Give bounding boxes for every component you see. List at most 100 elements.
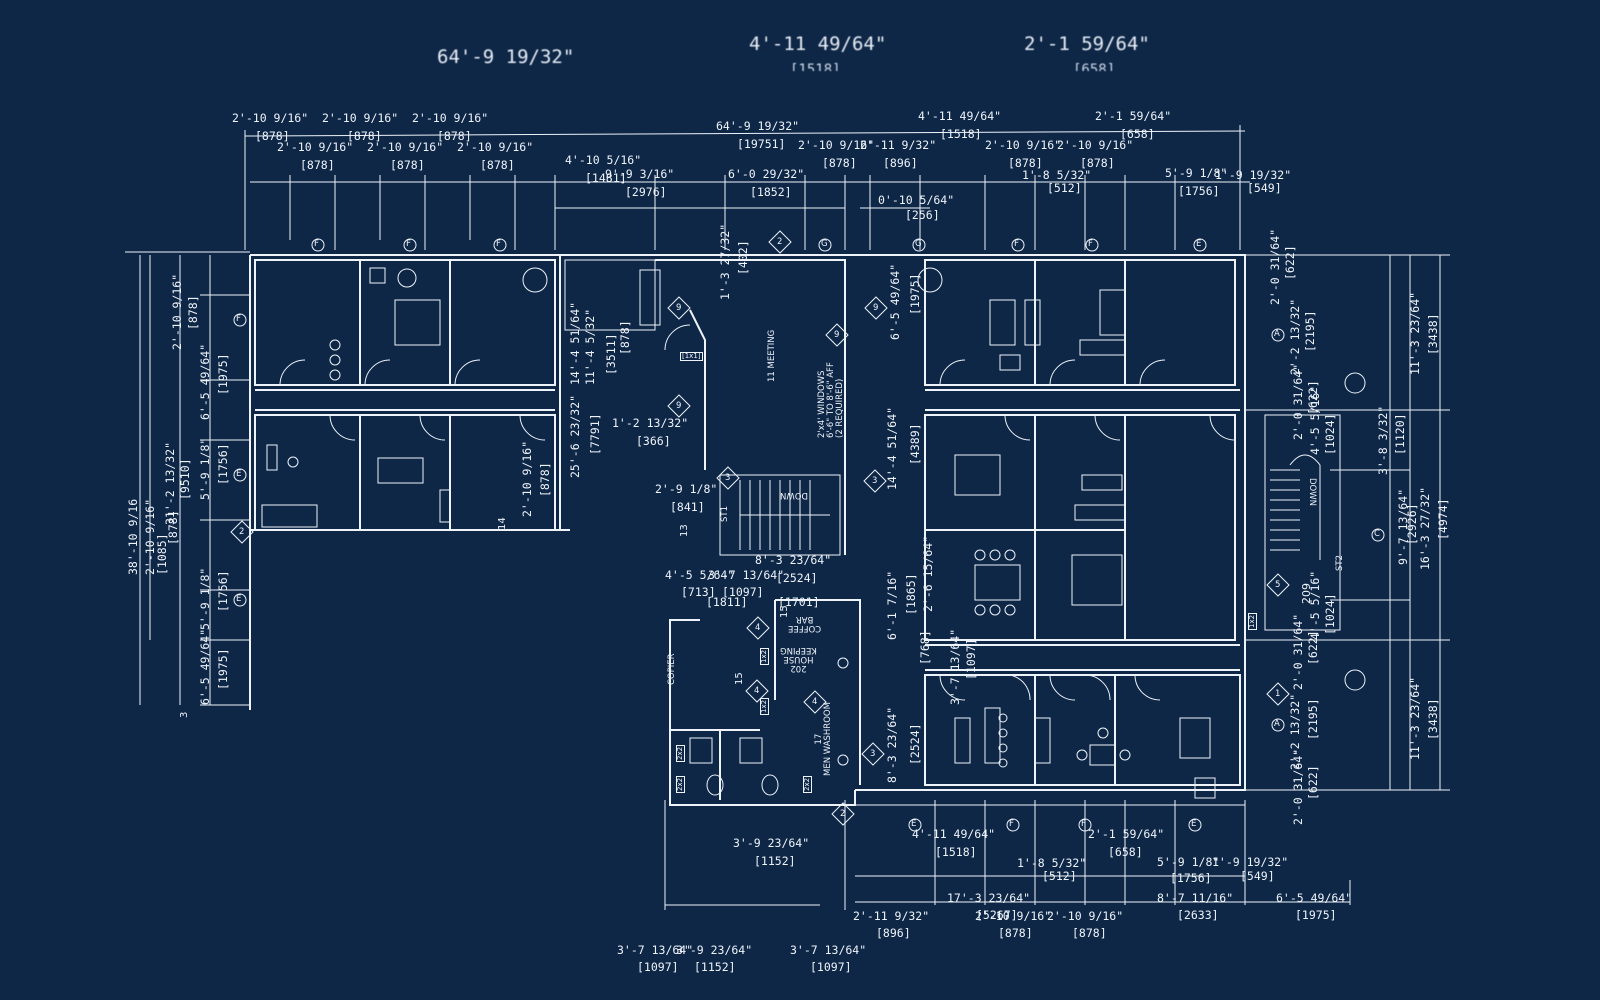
diamond-tag-number: 2 <box>777 237 783 247</box>
dim-text: 3'-7 13/64" <box>617 943 694 957</box>
dim-mm: [549] <box>1247 181 1282 195</box>
diamond-tag-number: 3 <box>872 476 878 486</box>
fixture-tag: 2x2 <box>676 775 686 793</box>
dim-mm: [1518] <box>940 127 982 141</box>
overlay-dimension-total-width: 64'-9 19/32" <box>437 46 575 68</box>
dim-text: 8'-3 23/64" <box>755 553 832 567</box>
diamond-tag-number: 1 <box>1275 689 1281 699</box>
dim-mm: [1152] <box>694 960 736 974</box>
copier-label: COPIER <box>667 653 677 685</box>
dim-mm: [1756] <box>216 443 230 485</box>
dim-text: 11'-3 23/64" <box>1408 291 1422 375</box>
dim-mm: [878] <box>390 158 425 172</box>
dim-text: 4'-10 5/16" <box>565 153 642 167</box>
dim-mm: [5267] <box>976 908 1018 922</box>
overlay-dimension-segment: 4'-11 49/64" <box>749 33 887 55</box>
diamond-tag-number: 3 <box>725 473 731 483</box>
dim-text: 3'-7 13/64" <box>948 628 962 705</box>
diamond-tag-number: 9 <box>834 330 840 340</box>
dim-mm: [878] <box>300 158 335 172</box>
dim-text: 2'-10 9/16" <box>1047 909 1124 923</box>
dim-mm: [1097] <box>722 585 764 599</box>
dim-text: 2'-9 1/8" <box>655 482 718 496</box>
dim-text: 6'-5 49/64" <box>888 263 902 340</box>
dim-text: 8'-3 23/64" <box>885 706 899 783</box>
dim-text: 9'-9 3/16" <box>605 167 675 181</box>
dim-mm: [878] <box>255 129 290 143</box>
dim-text: 1'-8 5/32" <box>1017 856 1087 870</box>
dim-mm: [512] <box>1042 869 1077 883</box>
diamond-tag-number: 9 <box>676 303 682 313</box>
grid-letter: F <box>1014 239 1019 249</box>
grid-letter: E <box>1191 819 1197 829</box>
dim-mm: [1097] <box>964 638 978 680</box>
grid-letter: F <box>236 314 241 324</box>
dim-text: 2'-10 9/16" <box>1057 138 1134 152</box>
stair-down-label: DOWN <box>780 489 808 500</box>
dim-text: 1'-3 27/32" <box>718 223 732 300</box>
dim-mm: [2195] <box>1306 698 1320 740</box>
dim-text: 2'-10 9/16" <box>985 138 1062 152</box>
dim-mm: [878] <box>998 926 1033 940</box>
dim-text: 2'-11 9/32" <box>853 909 930 923</box>
dim-mm: [878] <box>347 129 382 143</box>
room-number-label: 3 <box>179 711 190 718</box>
dim-text: 2'-10 9/16" <box>457 140 534 154</box>
dim-text: 2'-1 59/64" <box>1095 109 1172 123</box>
dim-mm: [1097] <box>810 960 852 974</box>
dim-text: 2'-10 9/16" <box>520 440 534 517</box>
dim-mm: [3438] <box>1426 698 1440 740</box>
dim-text: 6'-5 49/64" <box>198 343 212 420</box>
men-washroom-label: 17 MEN WASHROOM <box>814 702 833 776</box>
dim-mm: [4974] <box>1436 498 1450 540</box>
dim-text: 64'-9 19/32" <box>716 119 800 133</box>
dim-mm: [2524] <box>908 723 922 765</box>
dim-mm: [878] <box>618 320 632 355</box>
dim-text: 38'-10 9/16 <box>126 498 140 575</box>
dim-mm: [1120] <box>1393 413 1407 455</box>
dim-mm: [1152] <box>754 854 796 868</box>
room-number-label: 13 <box>679 524 690 537</box>
dim-text: 2'-10 9/16" <box>322 111 399 125</box>
dim-text: 0'-10 5/64" <box>878 193 955 207</box>
dim-mm: [713] <box>681 585 716 599</box>
dim-mm: [2976] <box>625 185 667 199</box>
room-number-label: 14 <box>497 517 508 530</box>
dim-mm: [402] <box>736 240 750 275</box>
diamond-tag-number: 4 <box>754 686 760 696</box>
dim-mm: [366] <box>636 434 671 448</box>
dim-text: 3'-9 23/64" <box>733 836 810 850</box>
overlay-dimension-segment-mm: [658] <box>1073 62 1116 71</box>
dim-text: 3'-8 3/32" <box>1376 405 1390 475</box>
grid-letter: G <box>915 239 922 249</box>
dim-text: 2'-10 9/16" <box>367 140 444 154</box>
dim-mm: [878] <box>1072 926 1107 940</box>
dimension-lines <box>125 125 1450 910</box>
grid-letter: F <box>1009 819 1014 829</box>
dim-text: 14'-4 51/64" <box>885 406 899 490</box>
fixture-tag: 1x2 <box>760 647 770 665</box>
grid-bubbles <box>233 238 1385 832</box>
dim-text: 2'-0 31/64" <box>1291 748 1305 825</box>
fixture-tag: 1x2 <box>1248 612 1258 630</box>
dim-mm: [878] <box>822 156 857 170</box>
room-number-label: 15 <box>734 672 745 685</box>
dim-text: 4'-11 49/64" <box>912 827 996 841</box>
dim-text: 1'-2 13/32" <box>612 416 689 430</box>
dim-mm: [1024] <box>1323 413 1337 455</box>
dim-mm: [622] <box>1306 765 1320 800</box>
dim-mm: [549] <box>1240 869 1275 883</box>
windows-note: 2'x4' WINDOWS 6'-6" TO 8'-6" AFF (2 REQU… <box>817 362 845 438</box>
dim-mm: [622] <box>1283 245 1297 280</box>
dim-text: 2'-10 9/16" <box>975 909 1052 923</box>
dim-mm: [878] <box>166 510 180 545</box>
grid-letter: F <box>406 239 411 249</box>
dim-mm: [9510] <box>178 458 192 500</box>
dim-mm: [2195] <box>1303 310 1317 352</box>
dim-text: 3'-9 23/64" <box>676 943 753 957</box>
dim-text: 2'-11 9/32" <box>860 138 937 152</box>
dim-text: 2'-10 9/16" <box>412 111 489 125</box>
diamond-tag-number: 4 <box>812 697 818 707</box>
dim-mm: [1975] <box>908 273 922 315</box>
